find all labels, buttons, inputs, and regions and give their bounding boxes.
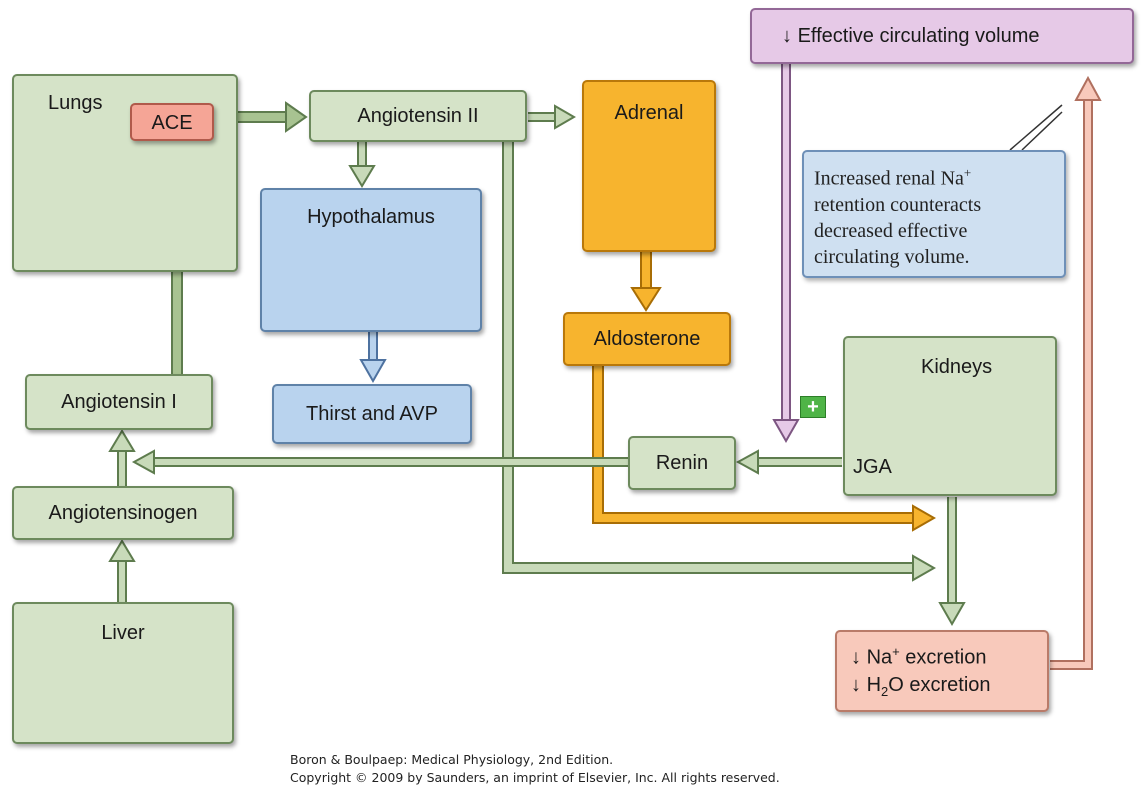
renin-label: Renin <box>655 452 709 474</box>
na-charge: + <box>892 644 900 659</box>
note-line-2: retention counteracts <box>814 193 982 216</box>
ace-label: ACE <box>151 112 193 134</box>
adrenal-box: Adrenal <box>582 80 716 252</box>
na-excretion-line: ↓ Na+ excretion <box>851 644 986 670</box>
ace-box: ACE <box>130 103 214 141</box>
angiotensin-i-label: Angiotensin I <box>61 391 177 413</box>
note-line-1: Increased renal Na+ <box>814 165 972 190</box>
arrow-jga-to-renin <box>735 449 842 475</box>
aldosterone-label: Aldosterone <box>593 328 701 350</box>
thirst-avp-label: Thirst and AVP <box>306 403 438 425</box>
lungs-label: Lungs <box>48 92 103 114</box>
hypothalamus-label: Hypothalamus <box>307 206 435 228</box>
na-excretion-label: excretion <box>905 646 987 669</box>
angiotensin-i-box: Angiotensin I <box>25 374 213 430</box>
liver-box: Liver <box>12 602 234 744</box>
arrow-renin-to-angiotensin-i <box>131 449 628 475</box>
note-pointer <box>1009 104 1063 151</box>
angiotensinogen-box: Angiotensinogen <box>12 486 234 540</box>
down-arrow-icon: ↓ <box>782 25 792 47</box>
down-arrow-icon: ↓ <box>851 646 861 669</box>
arrow-liver-to-angiotensinogen <box>108 539 136 602</box>
na-retention-note: Increased renal Na+ retention counteract… <box>802 150 1066 278</box>
angiotensin-ii-box: Angiotensin II <box>309 90 527 142</box>
excretion-box: ↓ Na+ excretion ↓ H2O excretion <box>835 630 1049 712</box>
h2o-symbol: H2O <box>866 674 904 699</box>
na-symbol: Na <box>866 646 893 669</box>
effective-volume-box: ↓ Effective circulating volume <box>750 8 1134 64</box>
h2o-excretion-line: ↓ H2O excretion <box>851 674 991 699</box>
hypothalamus-box: Hypothalamus <box>260 188 482 332</box>
arrow-volume-to-kidneys <box>772 64 800 444</box>
effective-volume-text: ↓ Effective circulating volume <box>782 25 1040 48</box>
arrow-excretion-to-volume <box>1050 75 1102 670</box>
angiotensin-ii-label: Angiotensin II <box>357 105 479 127</box>
arrow-angiotensin-ii-to-adrenal <box>528 104 576 130</box>
kidneys-label: Kidneys <box>921 356 993 378</box>
liver-label: Liver <box>101 622 145 644</box>
h2o-excretion-label: excretion <box>909 674 991 696</box>
jga-label: JGA <box>853 456 892 478</box>
footer-line-1: Boron & Boulpaep: Medical Physiology, 2n… <box>290 752 614 767</box>
thirst-avp-box: Thirst and AVP <box>272 384 472 444</box>
arrow-angiotensin-ii-to-kidneys <box>502 142 937 582</box>
adrenal-label: Adrenal <box>614 102 684 124</box>
note-line-4: circulating volume. <box>814 245 970 268</box>
plus-badge: + <box>800 396 826 418</box>
effective-volume-label: Effective circulating volume <box>797 25 1040 47</box>
note-line-3: decreased effective <box>814 219 968 242</box>
down-arrow-icon: ↓ <box>851 674 861 696</box>
arrow-angiotensinogen-to-angiotensin-i <box>108 429 136 487</box>
angiotensinogen-label: Angiotensinogen <box>48 502 198 524</box>
renin-box: Renin <box>628 436 736 490</box>
arrow-angiotensin-ii-to-hypothalamus <box>348 142 376 188</box>
kidneys-box: Kidneys JGA <box>843 336 1057 496</box>
aldosterone-box: Aldosterone <box>563 312 731 366</box>
arrow-adrenal-to-aldosterone <box>630 252 662 312</box>
arrow-hypothalamus-to-thirst <box>359 332 387 384</box>
arrow-aldosterone-to-kidneys <box>592 366 937 532</box>
arrow-kidneys-to-excretion <box>938 497 966 627</box>
footer-line-2: Copyright © 2009 by Saunders, an imprint… <box>290 770 780 785</box>
